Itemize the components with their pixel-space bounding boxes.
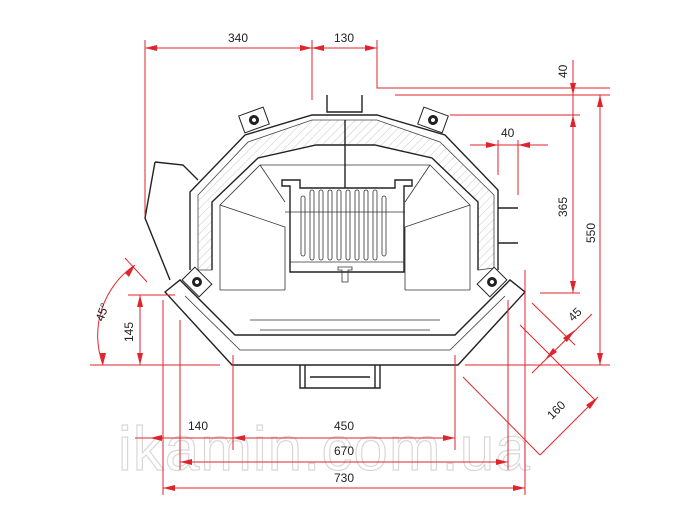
dim-45-corner: 45: [565, 305, 585, 325]
outer-shell: [189, 114, 499, 270]
side-bricks: [219, 164, 471, 291]
dim-340: 340: [228, 31, 248, 45]
dim-670: 670: [334, 444, 354, 458]
left-air-box: [144, 161, 199, 281]
dim-angle-45: 45°: [93, 301, 112, 323]
right-bracket: [498, 207, 518, 244]
dimension-lines: [90, 40, 610, 495]
bolt-icon: [238, 106, 270, 134]
ash-pan: [299, 365, 381, 389]
fireplace-body: [144, 95, 527, 389]
bolt-icons: [181, 106, 508, 298]
dim-130: 130: [334, 31, 354, 45]
watermark: ikamin.com.ua: [118, 415, 531, 484]
flue-connector: [326, 95, 363, 113]
bolt-icon: [417, 106, 449, 134]
bolt-icon: [181, 266, 213, 298]
dim-160: 160: [544, 398, 568, 422]
dim-365: 365: [556, 197, 570, 217]
dim-450: 450: [334, 419, 354, 433]
dim-145: 145: [122, 322, 136, 342]
bolt-icon: [476, 266, 508, 298]
dim-40-top: 40: [556, 64, 570, 78]
dim-730: 730: [334, 471, 354, 485]
door-glass: [250, 319, 440, 331]
door-frame: [184, 295, 506, 351]
dim-550: 550: [584, 223, 598, 243]
front-frame: [163, 279, 527, 366]
grate: [281, 179, 413, 283]
dim-40-side: 40: [501, 126, 515, 140]
dim-140: 140: [188, 419, 208, 433]
